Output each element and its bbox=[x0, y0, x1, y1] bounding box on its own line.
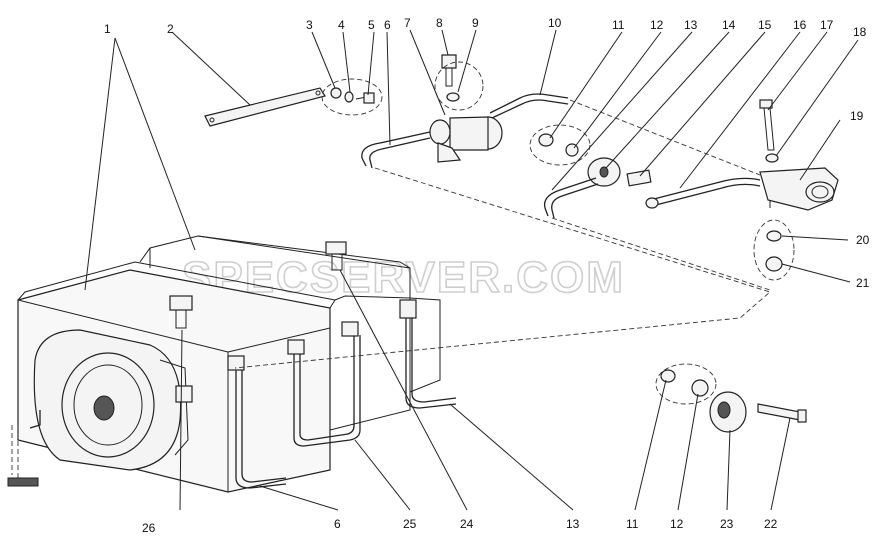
valve-24 bbox=[325, 241, 347, 271]
fasteners-3-4-5 bbox=[321, 78, 383, 116]
nuts-11-12-upper bbox=[529, 124, 591, 166]
leader-lines bbox=[84, 29, 859, 511]
solenoid-valve bbox=[429, 54, 503, 163]
callout-24-bottom: 24 bbox=[460, 517, 474, 531]
pipe-16 bbox=[645, 177, 761, 209]
callout-11: 11 bbox=[612, 18, 625, 32]
callout-13-bottom: 13 bbox=[566, 517, 580, 531]
callout-labels: 1 2 3 4 5 6 7 8 9 10 11 12 13 14 15 16 1… bbox=[104, 16, 870, 535]
callout-2: 2 bbox=[167, 22, 174, 36]
callout-6-bottom: 6 bbox=[334, 517, 341, 531]
bracket-19 bbox=[759, 167, 839, 211]
callout-19: 19 bbox=[850, 109, 864, 123]
callout-21: 21 bbox=[856, 276, 870, 290]
bracket-2 bbox=[204, 87, 326, 127]
bolt-15 bbox=[626, 169, 652, 187]
callout-5: 5 bbox=[368, 18, 375, 32]
pipe-10 bbox=[489, 93, 761, 176]
callout-20: 20 bbox=[856, 233, 870, 247]
callout-25-bottom: 25 bbox=[403, 517, 417, 531]
callout-22-bottom: 22 bbox=[764, 517, 778, 531]
callout-17: 17 bbox=[820, 18, 834, 32]
callout-12: 12 bbox=[650, 18, 664, 32]
callout-7: 7 bbox=[404, 16, 411, 30]
pipe-13 bbox=[399, 299, 457, 409]
callout-4: 4 bbox=[338, 18, 345, 32]
bolt-17 bbox=[759, 99, 779, 163]
pipe-25 bbox=[287, 321, 361, 447]
callout-6: 6 bbox=[384, 18, 391, 32]
callout-10: 10 bbox=[548, 16, 562, 30]
callout-18: 18 bbox=[853, 25, 867, 39]
pipe-6 bbox=[227, 355, 287, 489]
callout-1: 1 bbox=[104, 22, 111, 36]
callout-23-bottom: 23 bbox=[720, 517, 734, 531]
callout-12-bottom: 12 bbox=[670, 517, 684, 531]
temp-sensor bbox=[169, 295, 193, 403]
pipe-6-upper bbox=[234, 131, 771, 369]
flange-23 bbox=[709, 391, 747, 433]
bolt-22 bbox=[757, 403, 807, 423]
callout-8: 8 bbox=[436, 16, 443, 30]
wire-connector bbox=[7, 410, 41, 487]
pipe-14-flange bbox=[543, 157, 771, 291]
callout-11-bottom: 11 bbox=[626, 517, 639, 531]
nuts-20-21 bbox=[753, 219, 795, 281]
callout-16: 16 bbox=[793, 18, 807, 32]
callout-14: 14 bbox=[722, 18, 736, 32]
callout-13: 13 bbox=[684, 18, 698, 32]
callout-26-bottom: 26 bbox=[142, 521, 156, 535]
callout-3: 3 bbox=[306, 18, 313, 32]
callout-9: 9 bbox=[472, 16, 479, 30]
nuts-11-12-lower bbox=[655, 363, 717, 405]
blower-fan bbox=[33, 329, 189, 471]
callout-15: 15 bbox=[758, 18, 772, 32]
